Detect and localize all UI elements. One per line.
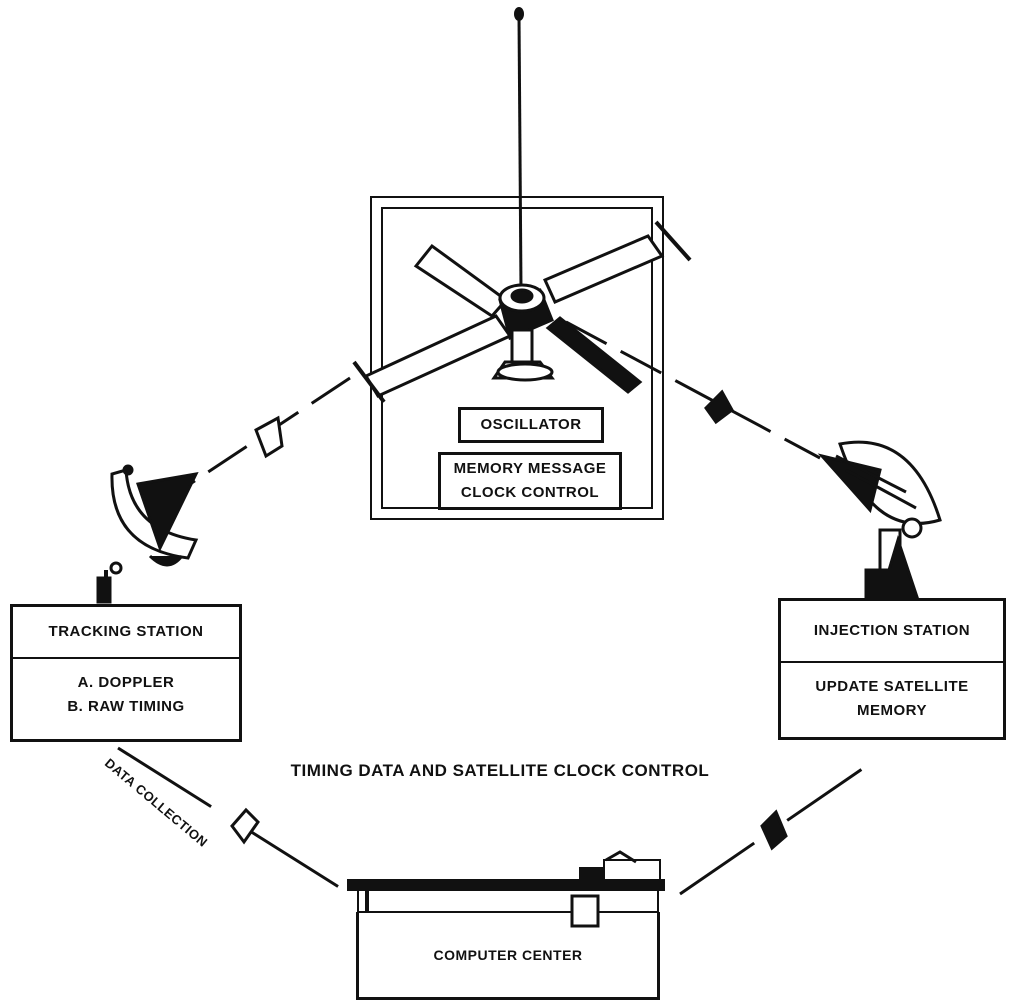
oscillator-box: OSCILLATOR xyxy=(458,407,604,443)
doppler-label: A. DOPPLER xyxy=(77,674,175,691)
link-computer-injection xyxy=(679,752,885,896)
arrow-from-injection-icon xyxy=(704,389,734,425)
memory-message-box: MEMORY MESSAGE CLOCK CONTROL xyxy=(438,452,622,510)
memory-label: MEMORY xyxy=(857,702,927,719)
raw-timing-label: B. RAW TIMING xyxy=(67,698,185,715)
diagram-caption: TIMING DATA AND SATELLITE CLOCK CONTROL xyxy=(290,761,710,780)
injection-station-title: INJECTION STATION xyxy=(813,622,971,639)
computer-console-icon xyxy=(347,850,665,928)
injection-station-box: INJECTION STATION UPDATE SATELLITE MEMOR… xyxy=(778,598,1006,740)
oscillator-label: OSCILLATOR xyxy=(480,416,582,433)
update-satellite-label: UPDATE SATELLITE xyxy=(815,678,969,695)
tracking-station-title: TRACKING STATION xyxy=(48,623,204,640)
link-satellite-injection xyxy=(565,320,821,460)
memory-message-line: MEMORY MESSAGE xyxy=(453,460,607,477)
clock-control-line: CLOCK CONTROL xyxy=(460,484,600,501)
arrow-to-computer-icon xyxy=(230,807,260,845)
injection-dish-icon xyxy=(817,440,942,602)
computer-center-box: COMPUTER CENTER xyxy=(356,912,660,1000)
satellite-antenna-icon xyxy=(514,7,524,291)
tracking-station-box: TRACKING STATION A. DOPPLER B. RAW TIMIN… xyxy=(10,604,242,742)
arrow-to-tracking-icon xyxy=(254,415,284,459)
arrow-to-injection-icon xyxy=(760,809,788,851)
tracking-dish-icon xyxy=(96,464,199,604)
computer-center-title: COMPUTER CENTER xyxy=(433,946,583,963)
link-tracking-computer xyxy=(117,746,351,896)
satellite-icon xyxy=(352,220,692,404)
